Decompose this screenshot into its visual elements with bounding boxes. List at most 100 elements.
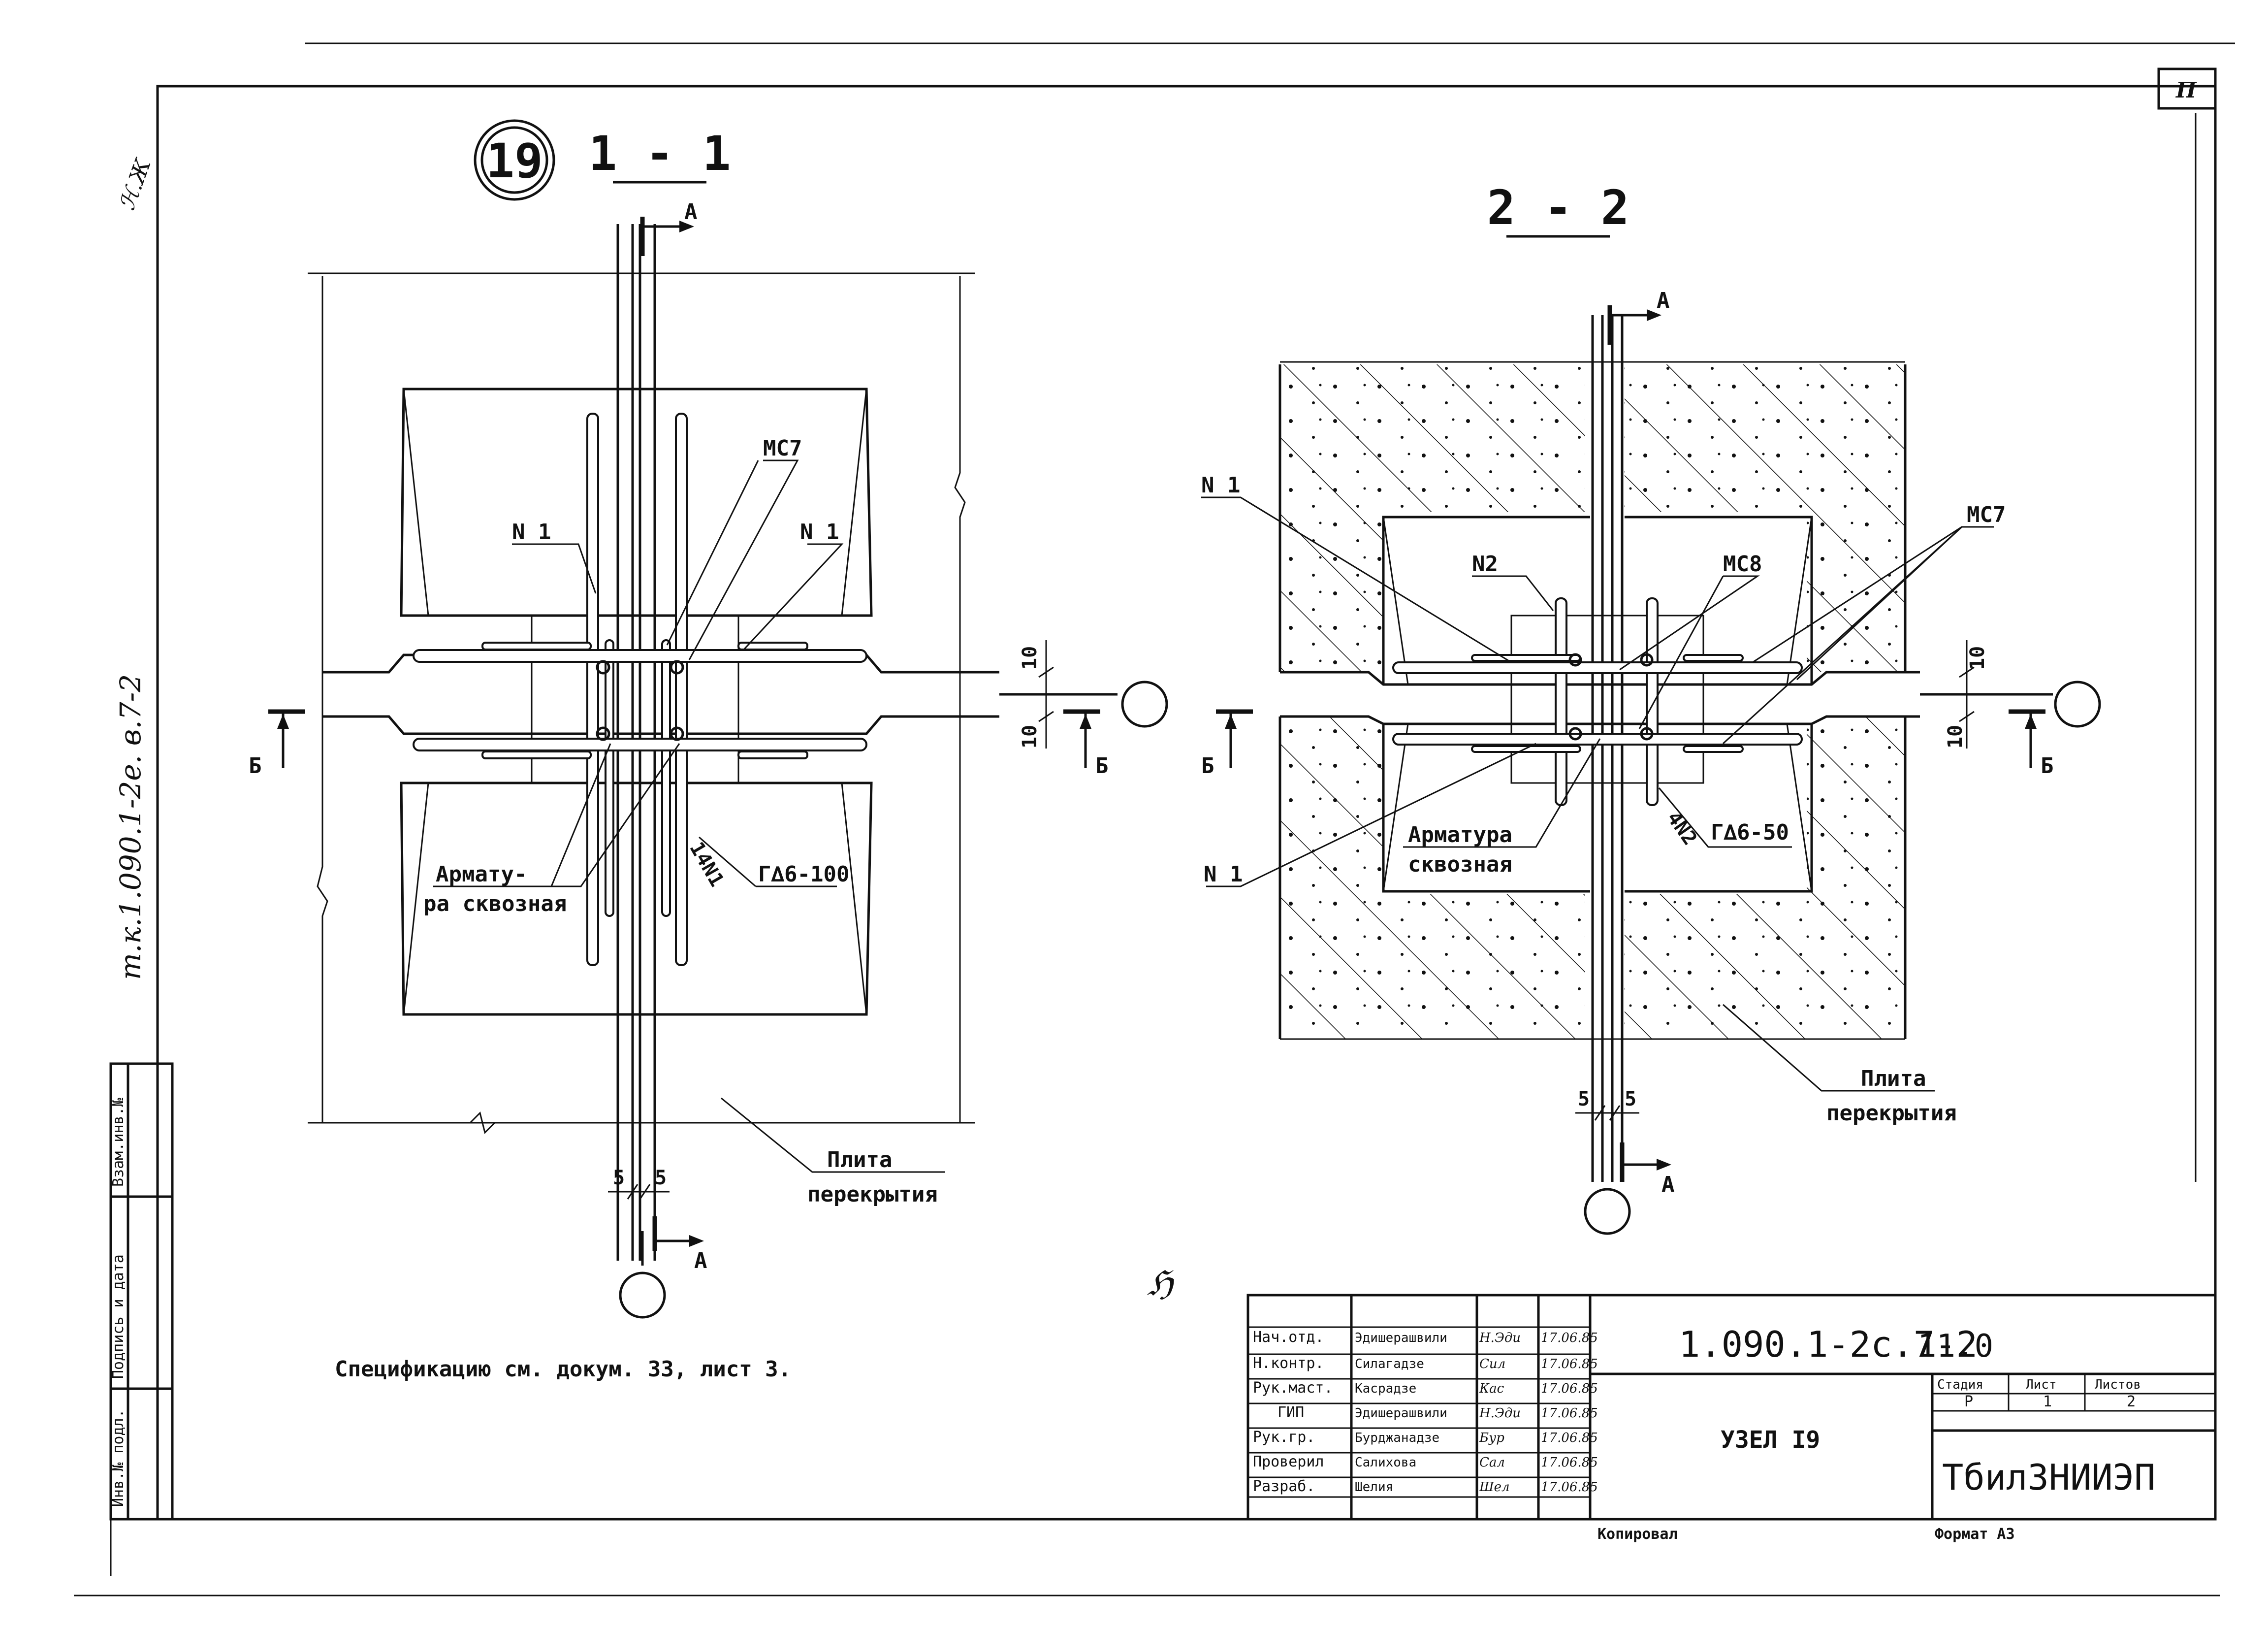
- row-name: Силагадзе: [1355, 1357, 1424, 1371]
- label-bars-count: 14N1: [685, 838, 728, 890]
- stage-header: Стадия: [1937, 1377, 1983, 1392]
- label-slab-line1-2: Плита: [1861, 1066, 1926, 1091]
- dim-10-bottom-2: 10: [1944, 725, 1967, 749]
- row-sign: Кас: [1479, 1381, 1504, 1396]
- row-date: 17.06.85: [1541, 1455, 1598, 1470]
- label-n1-right: N 1: [800, 520, 839, 545]
- label-mc8: МС8: [1723, 552, 1762, 577]
- copied-label: Копировал: [1597, 1526, 1678, 1543]
- row-date: 17.06.85: [1541, 1431, 1598, 1445]
- section-2-title: 2 - 2: [1487, 180, 1629, 235]
- label-rebar-line2: ра сквозная: [423, 891, 567, 916]
- stamp-sign-label: Подпись и дата: [110, 1254, 127, 1379]
- dim-5-left-2: 5: [1578, 1088, 1590, 1110]
- label-rebar-line2-2: сквозная: [1408, 852, 1512, 877]
- label-mc7-2: МС7: [1967, 502, 2006, 527]
- sheet-frame: [74, 42, 2235, 1596]
- row-role: Рук.маст.: [1253, 1379, 1333, 1397]
- joint-top-line-2: [1280, 671, 1920, 686]
- row-sign: Н.Эди: [1479, 1406, 1521, 1421]
- row-date: 17.06.85: [1541, 1357, 1598, 1371]
- sheet-header: Лист: [2026, 1377, 2057, 1392]
- label-slab-line2-2: перекрытия: [1826, 1101, 1957, 1126]
- corner-mark: П: [2175, 78, 2197, 103]
- section-1-title: 1 - 1: [589, 126, 731, 181]
- cut-a-top: А: [684, 199, 698, 225]
- axis-marker-right: [1121, 681, 1168, 728]
- cut-a-bottom-2: А: [1661, 1172, 1675, 1197]
- through-rebar-top: [413, 649, 867, 663]
- row-role: Проверил: [1253, 1453, 1324, 1470]
- rebar-n2-right: [1646, 597, 1659, 806]
- stamp-replace-label: Взам.инв.№: [110, 1098, 127, 1187]
- label-slab-line2: перекрытия: [807, 1182, 938, 1207]
- doc-code-suffix: 11.0: [1917, 1328, 1993, 1365]
- label-mc7: МС7: [763, 436, 802, 461]
- row-role: Нач.отд.: [1253, 1329, 1324, 1346]
- format-label: Формат А3: [1935, 1526, 2015, 1543]
- cut-b-left-2: Б: [1201, 753, 1214, 779]
- rebar-n1-left: [586, 413, 599, 966]
- row-role: ГИП: [1278, 1404, 1304, 1421]
- break-line-right: [954, 276, 966, 1123]
- stamp-inv-label: Инв.№ подл.: [110, 1409, 127, 1507]
- cut-b-right-2: Б: [2041, 753, 2054, 779]
- row-name: Салихова: [1355, 1455, 1416, 1470]
- dim-5-left: 5: [613, 1167, 625, 1189]
- break-line-left: [317, 276, 328, 1123]
- leader-n1-right: [742, 543, 844, 651]
- stray-mark: ℌ: [1147, 1263, 1174, 1303]
- rebar-n1-right: [675, 413, 688, 966]
- leader-mc8: [1619, 575, 1760, 671]
- row-date: 17.06.85: [1541, 1331, 1598, 1345]
- label-rebar-line1: Армату-: [436, 862, 527, 887]
- section-2-2: 2 - 2: [1201, 180, 2101, 1235]
- row-name: Эдишерашвили: [1355, 1406, 1447, 1421]
- leader-slab-2: [1723, 1004, 1935, 1092]
- node-number-circle: [474, 119, 555, 201]
- row-role: Рук.гр.: [1253, 1429, 1315, 1446]
- row-role: Н.контр.: [1253, 1355, 1324, 1372]
- section-1-1: 19 1 - 1: [249, 119, 1168, 1319]
- row-date: 17.06.85: [1541, 1480, 1598, 1495]
- doc-code: 1.090.1-2с.7-2: [1679, 1324, 1978, 1365]
- row-name: Шелия: [1355, 1480, 1393, 1495]
- sheet-value: 1: [2043, 1393, 2052, 1410]
- through-rebar-bottom: [413, 738, 867, 751]
- label-n2: N2: [1472, 552, 1498, 577]
- label-weld-2: Г∆6-50: [1711, 820, 1789, 845]
- spec-note: Спецификацию см. докум. 33, лист 3.: [335, 1357, 791, 1382]
- joint-bottom-line: [322, 715, 999, 735]
- cut-a-bottom: А: [694, 1248, 707, 1273]
- row-sign: Сал: [1479, 1455, 1505, 1470]
- sheets-header: Листов: [2095, 1377, 2141, 1392]
- row-name: Касрадзе: [1355, 1381, 1416, 1396]
- signature-rows: Нач.отд. Эдишерашвили Н.Эди 17.06.85 Н.к…: [1253, 1329, 1598, 1495]
- row-date: 17.06.85: [1541, 1406, 1598, 1421]
- row-name: Эдишерашвили: [1355, 1331, 1447, 1345]
- stage-value: Р: [1964, 1393, 1973, 1410]
- left-stamp-frame: [109, 1062, 174, 1521]
- label-rebar-line1-2: Арматура: [1408, 822, 1512, 847]
- label-slab-line1: Плита: [827, 1147, 892, 1173]
- row-role: Разраб.: [1253, 1478, 1315, 1495]
- organization: ТбилЗНИИЭП: [1942, 1457, 2155, 1498]
- label-n1-bottom: N 1: [1204, 862, 1243, 887]
- cut-a-top-2: А: [1657, 288, 1670, 313]
- label-n1-top: N 1: [1201, 473, 1240, 498]
- dim-5-right: 5: [655, 1167, 667, 1189]
- leader-rebar-left: [433, 743, 680, 887]
- label-n1-left: N 1: [512, 520, 551, 545]
- axis-marker-bottom: [619, 1271, 666, 1319]
- row-name: Бурджанадзе: [1355, 1431, 1439, 1445]
- leader-n1-top: [1201, 496, 1512, 663]
- dim-5-right-2: 5: [1625, 1088, 1636, 1110]
- dim-10-bottom: 10: [1019, 725, 1041, 749]
- concrete-body: [1280, 364, 1905, 1039]
- joint-core: [531, 615, 739, 784]
- leader-rebar-2: [1403, 738, 1601, 848]
- joint-bottom-line-2: [1280, 715, 1920, 725]
- drawing-border: [156, 85, 2217, 1521]
- axis-marker-bottom-2: [1584, 1188, 1631, 1235]
